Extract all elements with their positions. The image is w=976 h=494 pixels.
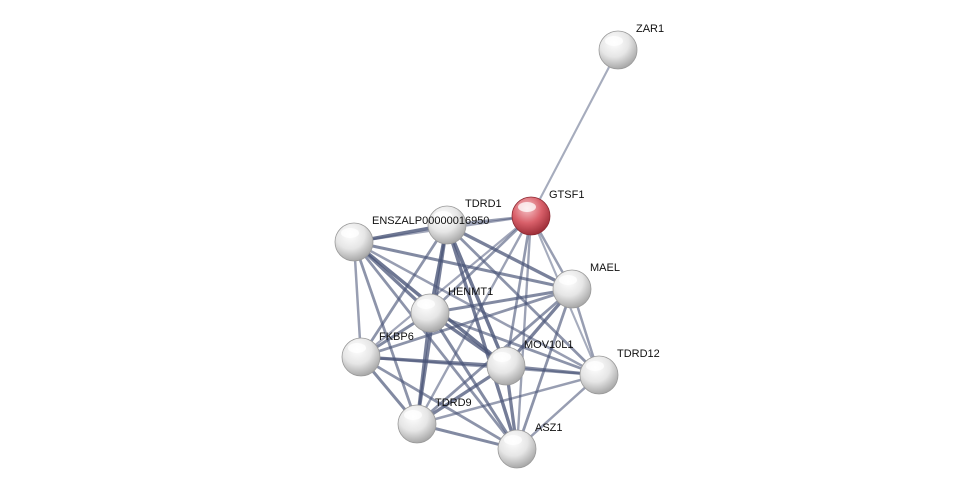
edge-tdrd1-mael (445, 223, 574, 291)
node-highlight (434, 211, 452, 221)
edge-fkbp6-asz1 (359, 355, 519, 451)
node-highlight (348, 343, 366, 353)
edge-enszalp-tdrd9 (352, 240, 419, 426)
node-highlight (605, 36, 623, 46)
edge-enszalp-mael (352, 240, 574, 291)
node-highlight (586, 361, 604, 371)
nodes-layer (334, 30, 638, 469)
node-label-gtsf1: GTSF1 (549, 189, 584, 201)
node-label-zar1: ZAR1 (636, 23, 664, 35)
edge-henmt1-asz1 (428, 311, 519, 451)
edge-mael-fkbp6 (359, 287, 574, 359)
edge-tdrd1-mov10l1 (445, 223, 508, 368)
node-highlight (341, 228, 359, 238)
node-label-asz1: ASZ1 (535, 422, 563, 434)
node-highlight (518, 202, 536, 212)
node-highlight (504, 435, 522, 445)
node-highlight (417, 299, 435, 309)
node-highlight (404, 410, 422, 420)
edges-layer (352, 48, 620, 451)
node-label-fkbp6: FKBP6 (379, 331, 414, 343)
edge-enszalp-asz1 (352, 240, 519, 451)
edge-tdrd1-fkbp6 (359, 223, 449, 359)
node-label-tdrd12: TDRD12 (617, 348, 660, 360)
node-label-tdrd9: TDRD9 (435, 397, 472, 409)
edge-tdrd1-tdrd12 (445, 223, 601, 377)
node-label-mov10l1: MOV10L1 (524, 339, 574, 351)
node-highlight (493, 352, 511, 362)
edge-henmt1-tdrd12 (428, 311, 601, 377)
edge-tdrd12-tdrd9 (415, 373, 601, 426)
node-highlight (559, 275, 577, 285)
node-label-enszalp: ENSZALP00000016950 (372, 215, 489, 227)
node-label-henmt1: HENMT1 (448, 286, 493, 298)
edge-enszalp-tdrd12 (352, 240, 601, 377)
edge-tdrd1-asz1 (445, 223, 519, 451)
edge-mael-henmt1 (428, 287, 574, 315)
edge-zar1-gtsf1 (529, 48, 620, 218)
node-label-mael: MAEL (590, 262, 620, 274)
edge-gtsf1-fkbp6 (359, 214, 533, 359)
node-label-tdrd1: TDRD1 (465, 198, 502, 210)
edge-gtsf1-henmt1 (428, 214, 533, 315)
